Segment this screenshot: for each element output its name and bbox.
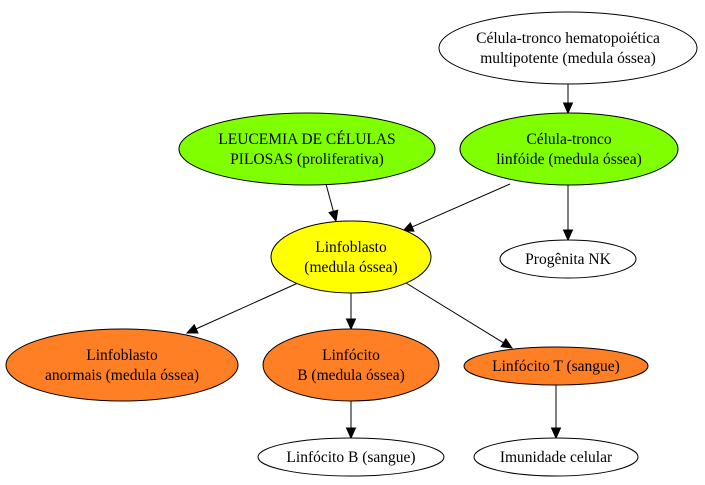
node-ellipse — [473, 437, 639, 477]
node-label: Linfócito B (sangue) — [286, 449, 415, 466]
arrowhead-icon — [345, 318, 357, 331]
edge-hairy-to-lymphoblast — [325, 183, 339, 223]
node-label: Linfócito T (sangue) — [492, 358, 620, 375]
edge-hsc-to-clp — [562, 84, 574, 115]
node-ellipse — [257, 437, 445, 477]
node-hsc: Célula-tronco hematopoiética multipotente… — [438, 11, 698, 85]
node-tcell: Linfócito T (sangue) — [463, 346, 649, 386]
arrowhead-icon — [185, 323, 199, 334]
node-label: linfóide (medula óssea) — [496, 151, 641, 168]
node-label: (medula óssea) — [304, 259, 397, 276]
arrowhead-icon — [500, 338, 514, 349]
edge-line — [405, 282, 504, 344]
arrowhead-icon — [562, 229, 574, 242]
node-hairy: LEUCEMIA DE CÉLULAS PILOSAS (proliferativ… — [178, 112, 436, 186]
arrowhead-icon — [550, 427, 562, 440]
node-ellipse — [178, 112, 436, 186]
node-ellipse — [262, 328, 440, 402]
arrowhead-icon — [345, 427, 357, 440]
node-label: Linfócito — [322, 347, 380, 364]
edge-clp-to-lymphoblast — [401, 183, 511, 232]
edge-line — [325, 183, 334, 212]
node-bcell: Linfócito B (medula óssea) — [262, 328, 440, 402]
node-ellipse — [438, 11, 698, 85]
node-immunity: Imunidade celular — [473, 437, 639, 477]
edge-line — [195, 282, 299, 330]
node-label: LEUCEMIA DE CÉLULAS — [218, 131, 395, 148]
node-ellipse — [463, 346, 649, 386]
node-bblood: Linfócito B (sangue) — [257, 437, 445, 477]
arrowhead-icon — [401, 221, 415, 232]
nodes-layer: Célula-tronco hematopoiética multipotente… — [5, 11, 698, 477]
node-label: Imunidade celular — [500, 449, 613, 466]
node-ellipse — [459, 112, 679, 186]
node-label: PILOSAS (proliferativa) — [230, 151, 384, 168]
node-label: multipotente (medula óssea) — [480, 50, 656, 67]
edge-tcell-to-immunity — [550, 385, 562, 440]
edge-bcell-to-bblood — [345, 401, 357, 440]
node-clp: Célula-tronco linfóide (medula óssea) — [459, 112, 679, 186]
edge-line — [411, 183, 511, 228]
arrowhead-icon — [328, 209, 339, 223]
node-nk: Progênita NK — [499, 239, 637, 279]
node-label: Linfoblasto — [315, 239, 387, 256]
edges-layer — [185, 84, 574, 440]
node-label: Célula-tronco hematopoiética — [476, 30, 660, 47]
edge-lymphoblast-to-bcell — [345, 293, 357, 331]
node-ellipse — [270, 220, 432, 294]
node-abnormal: Linfoblasto anormais (medula óssea) — [5, 328, 239, 402]
arrowhead-icon — [562, 102, 574, 115]
edge-lymphoblast-to-abnormal — [185, 282, 299, 334]
node-label: Célula-tronco — [526, 131, 611, 148]
node-ellipse — [499, 239, 637, 279]
node-label: anormais (medula óssea) — [45, 367, 199, 384]
node-label: Progênita NK — [525, 251, 611, 268]
node-label: B (medula óssea) — [297, 367, 405, 384]
edge-lymphoblast-to-tcell — [405, 282, 514, 349]
node-ellipse — [5, 328, 239, 402]
edge-clp-to-nk — [562, 185, 574, 242]
node-label: Linfoblasto — [86, 347, 158, 364]
node-lymphoblast: Linfoblasto (medula óssea) — [270, 220, 432, 294]
